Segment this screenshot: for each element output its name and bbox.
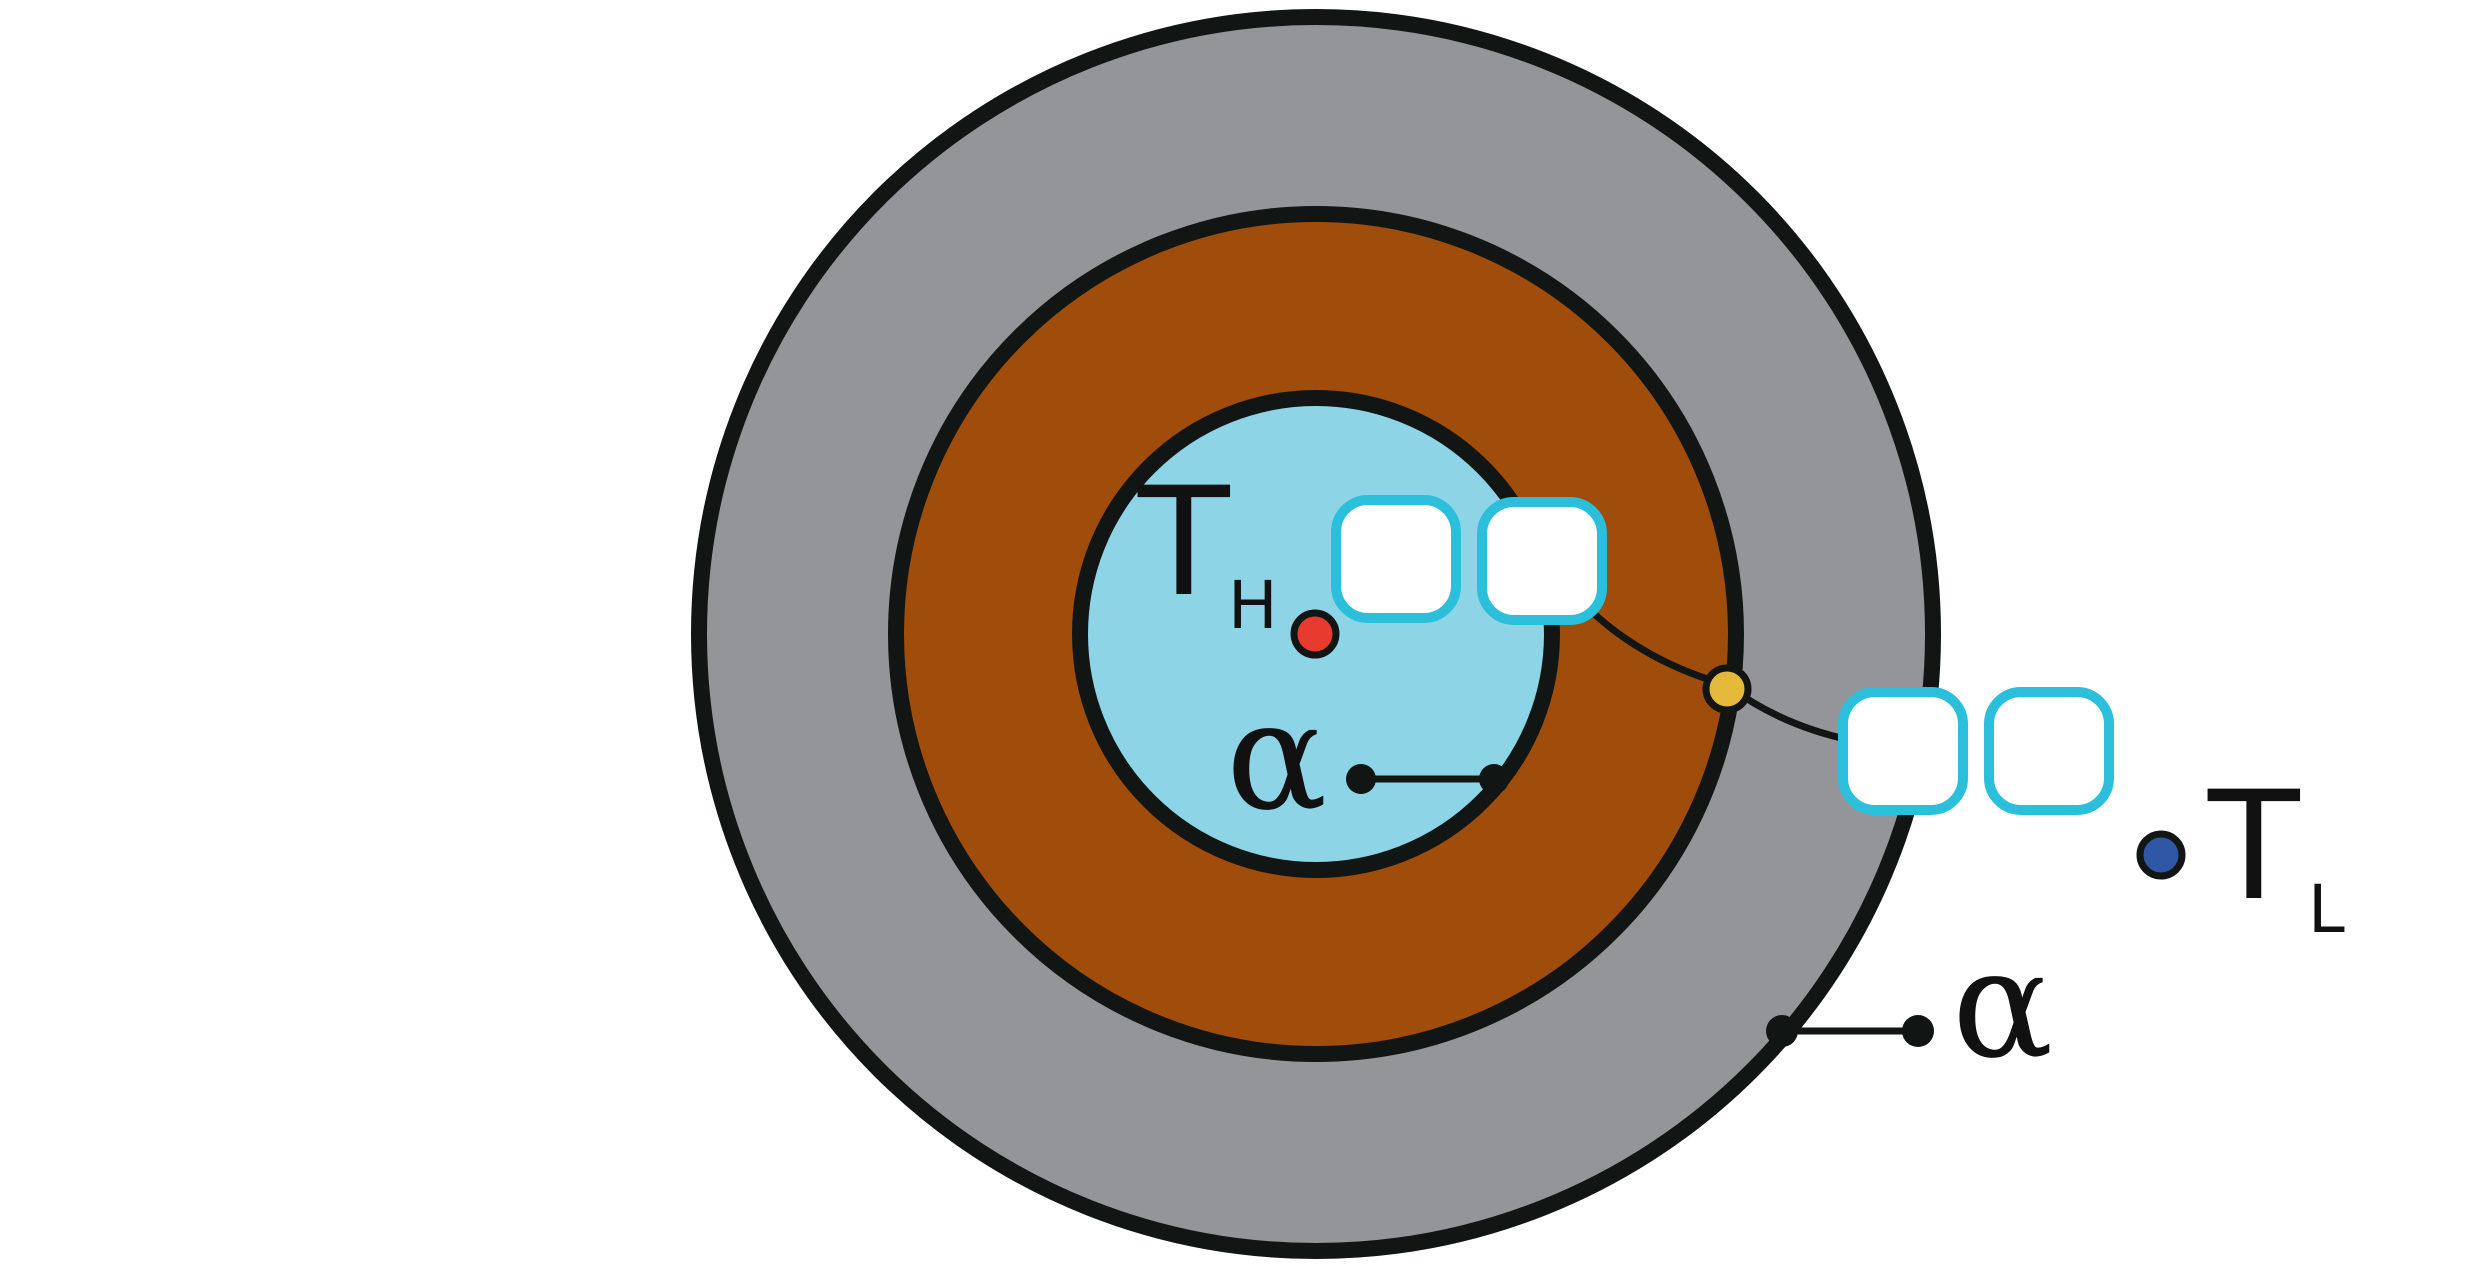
outer-alpha-label: α xyxy=(1952,918,2053,1092)
junction-dot xyxy=(1702,664,1752,714)
inner-box-right xyxy=(1477,497,1607,625)
inner-alpha-leader-dot-end xyxy=(1479,764,1509,794)
hot-temperature-dot xyxy=(1290,609,1340,659)
inner-alpha-label: α xyxy=(1226,670,1327,844)
outer-box-left xyxy=(1838,687,1968,815)
outer-box-right xyxy=(1984,687,2114,815)
outer-temperature-subscript: L xyxy=(2308,871,2345,948)
inner-temperature-label: T xyxy=(1137,456,1231,630)
outer-alpha-leader-dot-start xyxy=(1766,1015,1798,1047)
outer-temperature-label: T xyxy=(2207,760,2301,934)
cold-temperature-dot xyxy=(2136,830,2186,880)
outer-alpha-leader-dot-end xyxy=(1902,1015,1934,1047)
inner-temperature-subscript: H xyxy=(1228,567,1278,644)
inner-alpha-leader-dot-start xyxy=(1346,764,1376,794)
inner-box-left xyxy=(1331,495,1461,623)
